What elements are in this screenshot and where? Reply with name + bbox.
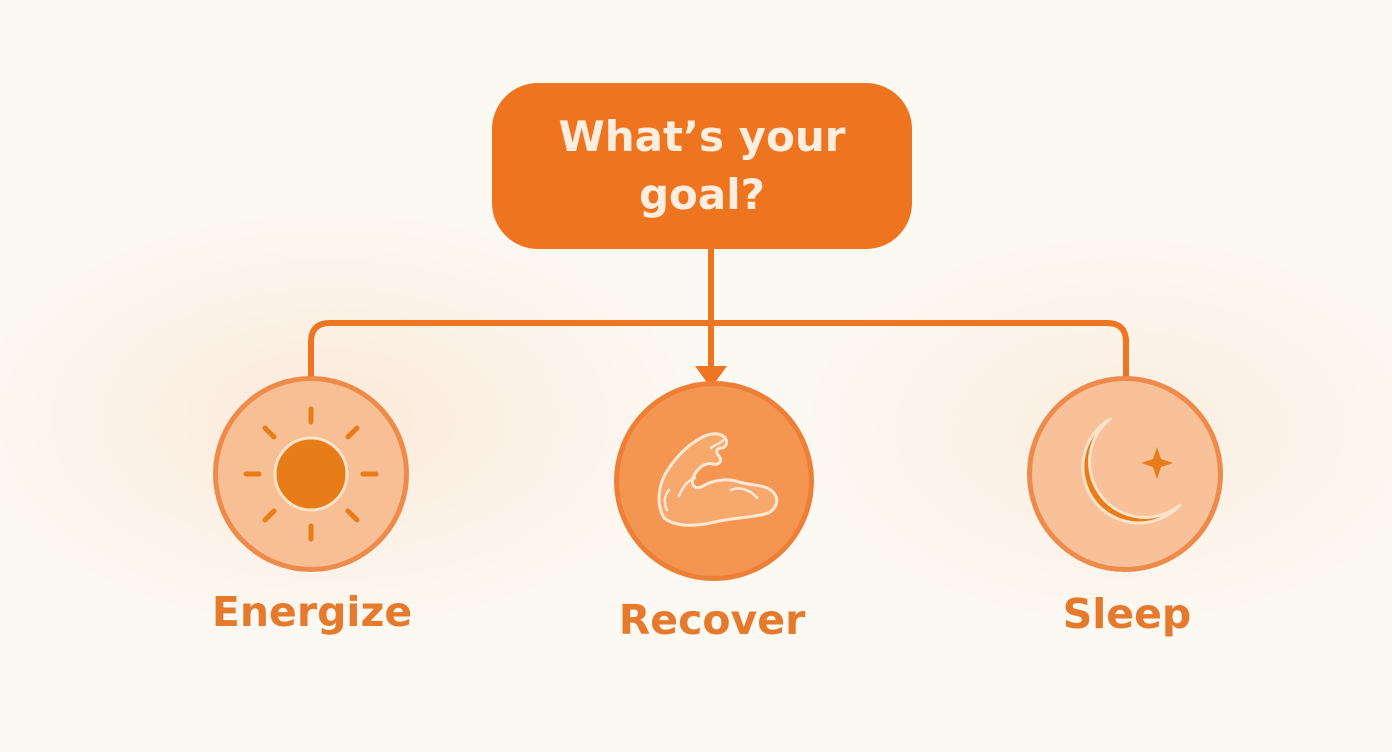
option-recover[interactable] xyxy=(614,381,814,581)
option-sleep[interactable] xyxy=(1027,376,1223,572)
option-label-sleep: Sleep xyxy=(1062,590,1192,638)
goal-question-text: What’s your goal? xyxy=(558,112,846,219)
flexed-arm-icon xyxy=(657,432,779,527)
arrow-head xyxy=(695,366,727,388)
sun-icon xyxy=(243,406,379,542)
goal-question-box[interactable]: What’s your goal? xyxy=(492,83,912,249)
option-energize[interactable] xyxy=(213,376,409,572)
moon-star-icon xyxy=(1081,417,1182,525)
branch-connector xyxy=(308,320,1129,381)
option-label-energize: Energize xyxy=(211,588,413,636)
option-label-recover: Recover xyxy=(618,596,806,644)
